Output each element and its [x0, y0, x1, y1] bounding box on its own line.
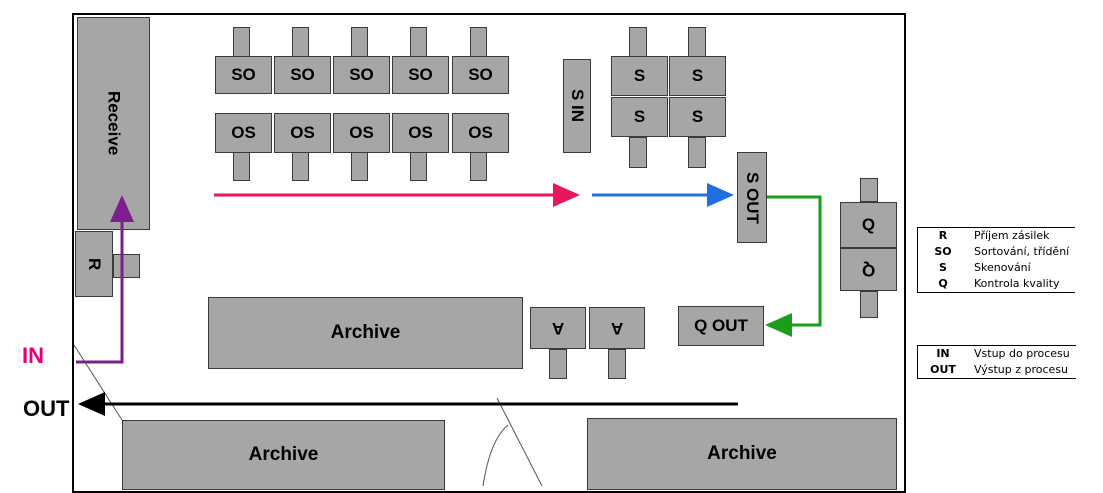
receive-label: Receive [104, 91, 124, 156]
archive-middle: Archive [208, 297, 523, 369]
s-in-label: S IN [568, 89, 587, 123]
legend-row: OUT Výstup z procesu [918, 362, 1076, 379]
so-station: SO [452, 56, 509, 94]
s-out-label: S OUT [743, 171, 762, 224]
os-station: OS [392, 113, 449, 153]
legend-row: IN Vstup do procesu [918, 346, 1076, 363]
os-stub [351, 152, 368, 181]
s-out-station: S OUT [737, 152, 767, 243]
so-label: SO [468, 65, 493, 84]
legend-desc: Vstup do procesu [974, 347, 1070, 360]
q-out-label: Q OUT [694, 316, 748, 335]
s-station: S [611, 56, 668, 96]
legend-desc: Skenování [974, 261, 1031, 274]
door-line [73, 344, 123, 421]
purple-arrow [76, 195, 134, 364]
so-label: SO [290, 65, 315, 84]
legend-stations: R Příjem zásilek SO Sortování, třídění S Sk… [917, 227, 1076, 293]
legend-row: S Skenování [918, 260, 1076, 276]
s-stub [629, 137, 647, 168]
legend-desc: Kontrola kvality [974, 277, 1060, 290]
q-station: Q [840, 202, 897, 248]
archive-label: Archive [707, 443, 777, 464]
os-stub [410, 152, 427, 181]
so-label: SO [408, 65, 433, 84]
os-stub [470, 152, 487, 181]
archive-bottom-right: Archive [587, 418, 897, 490]
s-station: S [669, 56, 726, 96]
os-stub [292, 152, 309, 181]
legend-row: R Příjem zásilek [918, 228, 1076, 245]
a-stub [549, 349, 567, 379]
in-label: IN [22, 343, 44, 368]
s-in-station: S IN [563, 59, 591, 153]
receive-station: Receive [77, 17, 150, 230]
so-station: SO [333, 56, 390, 94]
green-arrow [765, 195, 822, 337]
legend-flow: IN Vstup do procesu OUT Výstup z procesu [917, 345, 1076, 379]
s-label: S [633, 107, 646, 126]
legend-key: Q [938, 277, 948, 290]
s-station: S [611, 97, 668, 137]
legend-key: SO [934, 245, 952, 258]
os-station: OS [215, 113, 272, 153]
legend-desc: Výstup z procesu [974, 363, 1069, 376]
os-label: OS [231, 123, 256, 142]
out-label: OUT [23, 396, 70, 421]
a-station: A [589, 307, 645, 349]
archive-bottom-left: Archive [122, 420, 445, 490]
so-label: SO [349, 65, 374, 84]
legend-key: IN [936, 347, 950, 360]
archive-label: Archive [330, 322, 401, 343]
os-label: OS [290, 123, 315, 142]
door-line [496, 397, 543, 486]
legend-row: Q Kontrola kvality [918, 276, 1076, 293]
legend-desc: Příjem zásilek [974, 229, 1050, 242]
legend-key: S [939, 261, 947, 274]
q-stub [860, 291, 878, 318]
os-label: OS [349, 123, 374, 142]
so-station: SO [215, 56, 272, 94]
os-stub [233, 152, 250, 181]
q-out-station: Q OUT [678, 306, 764, 346]
s-stub [688, 137, 706, 168]
r-label: R [85, 257, 104, 271]
legend-row: SO Sortování, třídění [918, 244, 1076, 260]
door-curve [482, 424, 509, 486]
os-station: OS [333, 113, 390, 153]
legend-key: OUT [930, 363, 956, 376]
os-label: OS [408, 123, 433, 142]
q-stub [860, 178, 878, 202]
so-label: SO [231, 65, 256, 84]
q-label: Q [861, 215, 876, 234]
a-station: A [530, 307, 586, 349]
q-station: Q [840, 248, 897, 291]
archive-label: Archive [248, 444, 319, 465]
a-stub [608, 349, 626, 379]
os-label: OS [468, 123, 493, 142]
r-stub [113, 254, 140, 278]
r-station: R [75, 231, 113, 297]
s-label: S [691, 66, 704, 85]
legend-key: R [938, 229, 948, 242]
so-station: SO [392, 56, 449, 94]
legend-desc: Sortování, třídění [974, 245, 1070, 258]
s-label: S [691, 107, 704, 126]
so-station: SO [274, 56, 331, 94]
s-label: S [633, 66, 646, 85]
s-station: S [669, 97, 726, 137]
